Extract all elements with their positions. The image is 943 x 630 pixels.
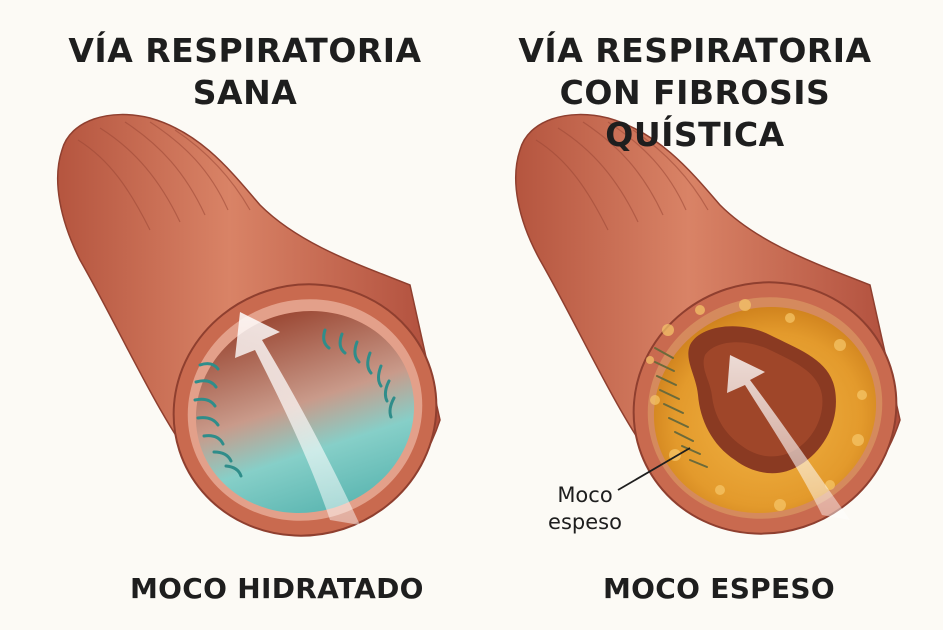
cf-caption: MOCO ESPESO (603, 572, 835, 605)
cf-title-line1: VÍA RESPIRATORIA (470, 30, 920, 72)
callout-line1: Moco (535, 482, 635, 509)
thick-mucus-callout: Moco espeso (535, 482, 635, 536)
healthy-title-line2: SANA (40, 72, 450, 114)
healthy-caption: MOCO HIDRATADO (130, 572, 424, 605)
cf-title-line2: CON FIBROSIS QUÍSTICA (470, 72, 920, 156)
callout-line2: espeso (535, 509, 635, 536)
healthy-airway (58, 115, 469, 570)
healthy-title-line1: VÍA RESPIRATORIA (40, 30, 450, 72)
cf-airway-title: VÍA RESPIRATORIA CON FIBROSIS QUÍSTICA (470, 30, 920, 156)
healthy-airway-title: VÍA RESPIRATORIA SANA (40, 30, 450, 114)
